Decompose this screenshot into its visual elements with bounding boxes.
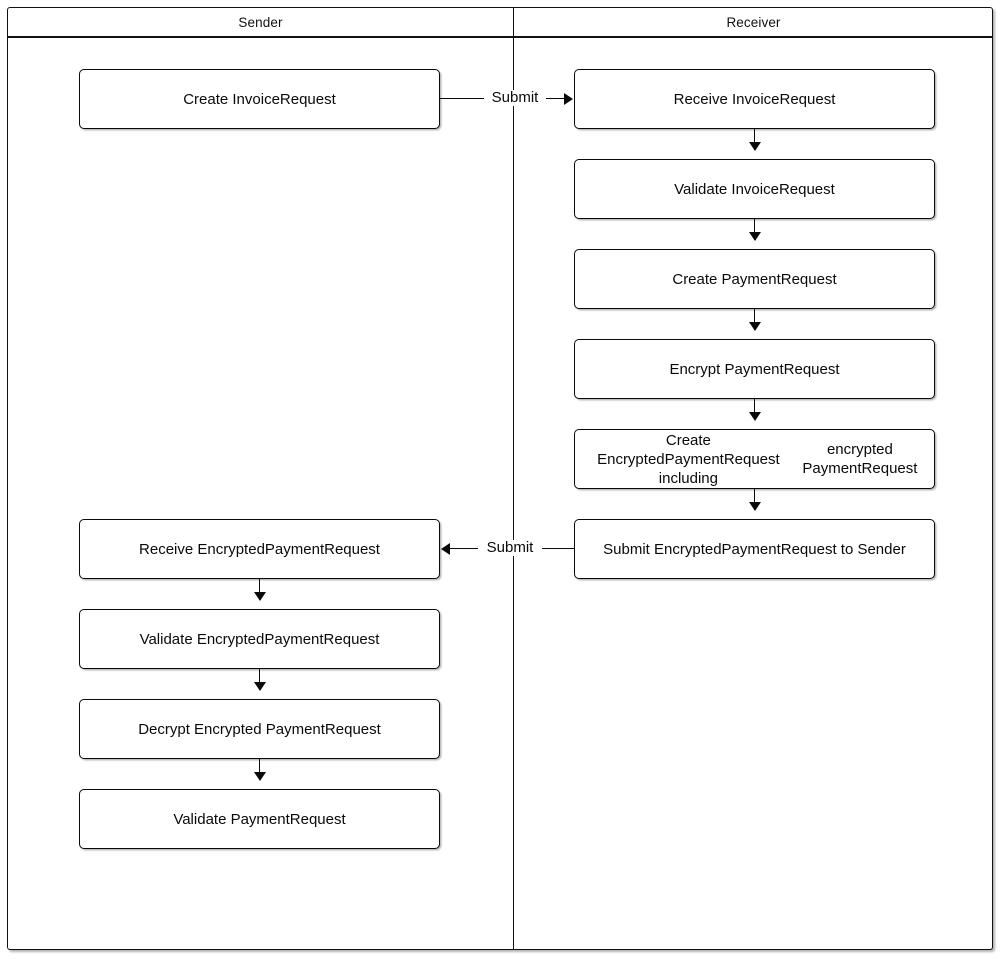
node-label: Receive InvoiceRequest [673, 90, 836, 108]
node-encrypt-paymentrequest[interactable]: Encrypt PaymentRequest [574, 339, 935, 399]
node-label: Validate InvoiceRequest [674, 180, 835, 198]
node-label: Encrypt PaymentRequest [669, 360, 840, 378]
lane-header-receiver: Receiver [515, 8, 992, 36]
node-label: Submit EncryptedPaymentRequest to Sender [603, 540, 906, 558]
edge-validate-to-decrypt-encryptedpaymentrequest [254, 669, 267, 691]
node-label: Validate EncryptedPaymentRequest [139, 630, 380, 648]
node-create-encryptedpaymentrequest[interactable]: Create EncryptedPaymentRequest including… [574, 429, 935, 489]
node-label: Validate PaymentRequest [173, 810, 346, 828]
node-label: Receive EncryptedPaymentRequest [139, 540, 380, 558]
edge-create-to-encrypt-paymentrequest [749, 309, 762, 331]
lane-header-sender-label: Sender [238, 14, 283, 30]
lane-header-receiver-label: Receiver [726, 14, 781, 30]
edge-validate-invoicerequest-to-create-paymentrequest [749, 219, 762, 241]
node-create-paymentrequest[interactable]: Create PaymentRequest [574, 249, 935, 309]
node-receive-invoicerequest[interactable]: Receive InvoiceRequest [574, 69, 935, 129]
node-validate-encryptedpaymentrequest[interactable]: Validate EncryptedPaymentRequest [79, 609, 440, 669]
node-label: Decrypt Encrypted PaymentRequest [138, 720, 381, 738]
node-submit-encryptedpaymentrequest-to-sender[interactable]: Submit EncryptedPaymentRequest to Sender [574, 519, 935, 579]
lane-divider [513, 7, 514, 950]
node-validate-paymentrequest[interactable]: Validate PaymentRequest [79, 789, 440, 849]
node-label-line1: Create EncryptedPaymentRequest including [597, 431, 780, 487]
lane-header-sender: Sender [8, 8, 513, 36]
node-decrypt-encrypted-paymentrequest[interactable]: Decrypt Encrypted PaymentRequest [79, 699, 440, 759]
lane-header-separator [7, 36, 993, 38]
edge-label-submit-1: Submit [484, 90, 546, 106]
node-label-line2: encrypted PaymentRequest [802, 441, 918, 477]
node-validate-invoicerequest[interactable]: Validate InvoiceRequest [574, 159, 935, 219]
edge-arrowhead-right [564, 93, 573, 105]
edge-encrypt-to-create-encryptedpaymentrequest [749, 399, 762, 421]
edge-create-encryptedpaymentrequest-to-submit [749, 489, 762, 511]
node-create-invoicerequest[interactable]: Create InvoiceRequest [79, 69, 440, 129]
edge-decrypt-to-validate-paymentrequest [254, 759, 267, 781]
node-receive-encryptedpaymentrequest[interactable]: Receive EncryptedPaymentRequest [79, 519, 440, 579]
node-label: Create PaymentRequest [672, 270, 837, 288]
edge-arrowhead-left [441, 543, 450, 555]
edge-receive-to-validate-encryptedpaymentrequest [254, 579, 267, 601]
node-label: Create InvoiceRequest [183, 90, 336, 108]
edge-receive-to-validate-invoicerequest [749, 129, 762, 151]
edge-label-submit-2: Submit [478, 540, 542, 556]
